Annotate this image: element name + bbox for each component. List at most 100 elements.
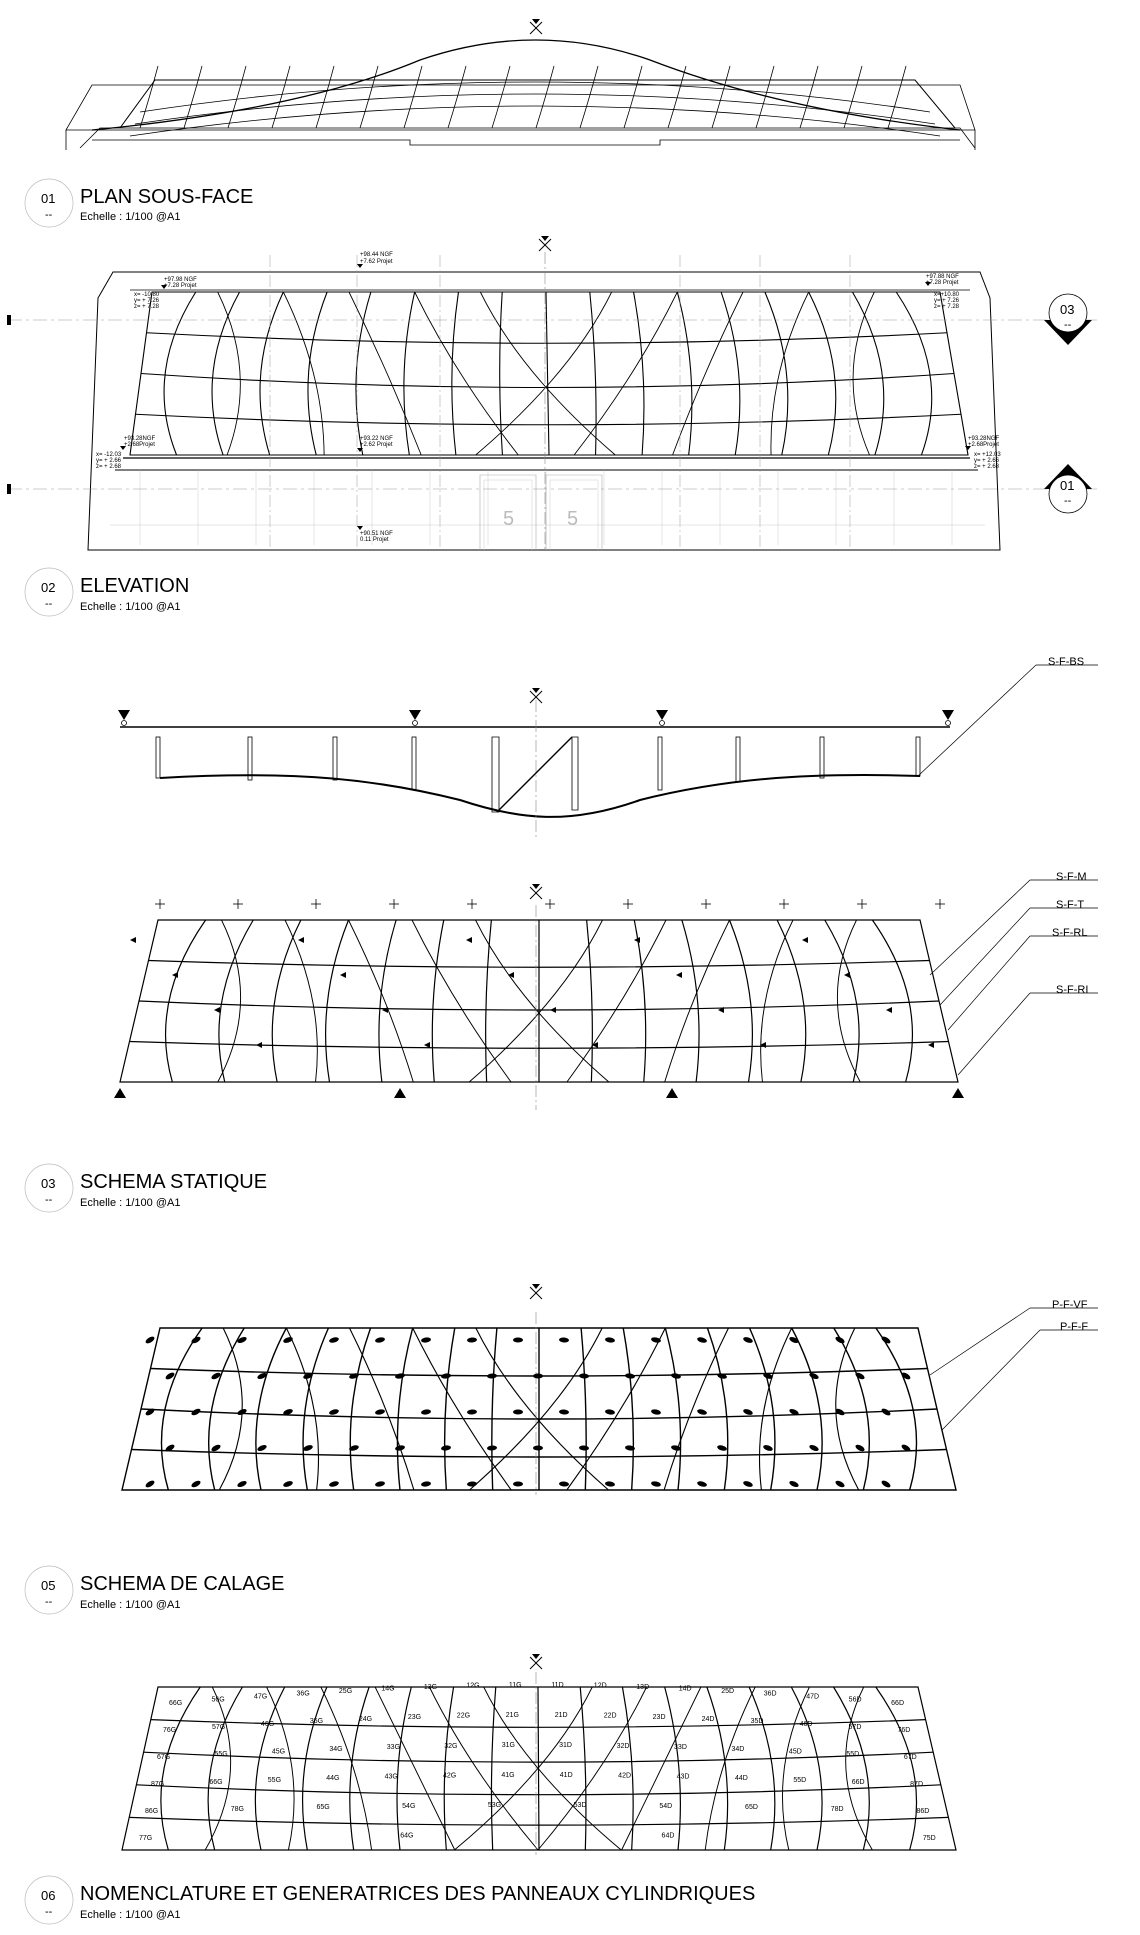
grid-diag-right	[782, 1686, 810, 1851]
shim-marker	[191, 1336, 201, 1344]
callout-s-f-bs: S-F-BS	[1048, 656, 1084, 668]
shim-marker	[743, 1409, 753, 1415]
plan-rib	[227, 65, 247, 129]
panel-label: 78G	[231, 1806, 244, 1813]
north-arrow-head	[532, 19, 540, 24]
node-marker	[592, 1042, 598, 1048]
panel-label: 41G	[501, 1772, 514, 1779]
grid-rib	[160, 1327, 203, 1491]
title-block-03: 03 -- SCHEMA STATIQUE Echelle : 1/100 @A…	[24, 1163, 267, 1213]
level-top-left-ngf: +97.98 NGF	[164, 277, 197, 283]
panel-label: 14D	[679, 1686, 692, 1693]
panel-label: 31G	[502, 1742, 515, 1749]
section-marker-01[interactable]: 01 --	[7, 464, 1100, 514]
section-number: 06	[41, 1888, 55, 1903]
shim-marker	[329, 1409, 339, 1415]
panel-label: 47G	[254, 1693, 267, 1700]
level-top-mid-projet: +7.62 Projet	[360, 259, 393, 265]
callout-leader	[929, 1307, 1098, 1376]
north-arrow-stroke	[538, 238, 552, 252]
shim-marker	[835, 1408, 845, 1416]
shim-marker	[651, 1337, 661, 1343]
panel-label: 56G	[211, 1697, 224, 1704]
plan-rib	[623, 65, 643, 129]
strut	[247, 736, 253, 781]
callout-leader	[939, 907, 1098, 1006]
panel-label: 64D	[662, 1832, 675, 1839]
support-pin	[121, 720, 127, 726]
node-marker	[886, 1007, 892, 1013]
shim-marker	[605, 1337, 615, 1343]
shim-marker	[211, 1372, 221, 1380]
plan-arc	[129, 105, 941, 137]
north-arrow-stroke	[529, 1286, 543, 1300]
strut	[155, 736, 161, 779]
section-marker-03[interactable]: 03 --	[7, 293, 1100, 345]
grid-arc	[143, 1751, 934, 1763]
grid-rib	[545, 291, 550, 456]
grid-diag-left	[374, 1686, 456, 1851]
coord-top-left-x: x= -10.80	[134, 292, 160, 298]
grid-diag-left	[348, 919, 414, 1083]
shim-marker	[763, 1445, 773, 1451]
plan-rib	[271, 65, 291, 129]
panel-label: 66D	[891, 1700, 904, 1707]
grid-diag-left	[414, 291, 519, 456]
grid-diag-right	[835, 1327, 860, 1491]
grid-rib	[451, 291, 459, 456]
schema-calage-view	[121, 1284, 1098, 1495]
section-sub: --	[45, 1194, 53, 1206]
panel-label: 53D	[574, 1802, 587, 1809]
shim-marker	[467, 1409, 477, 1415]
shim-marker	[421, 1337, 431, 1343]
node-marker	[676, 972, 682, 978]
north-arrow-head	[532, 1654, 540, 1659]
grid-diag-left	[479, 291, 616, 456]
shim-marker	[559, 1481, 569, 1487]
section-number: 05	[41, 1578, 55, 1593]
callout-s-f-m: S-F-M	[1056, 871, 1087, 883]
door-leaf	[483, 479, 533, 550]
door-label-left: 5	[503, 508, 514, 530]
grid-arc	[129, 1816, 949, 1826]
strut-center-left	[491, 736, 500, 813]
grid-rib	[443, 1686, 455, 1851]
panel-label: 55G	[214, 1751, 227, 1758]
strut	[657, 736, 663, 791]
level-mid-center-ngf: +93.22 NGF	[360, 436, 393, 442]
grid-rib	[622, 1327, 635, 1491]
shim-marker	[559, 1409, 569, 1415]
shim-marker	[375, 1337, 385, 1343]
plan-roof-outline	[119, 79, 956, 129]
panel-label: 45G	[272, 1748, 285, 1755]
grid-rib	[871, 919, 914, 1083]
marker-sub: --	[1064, 319, 1072, 331]
node-marker	[928, 1042, 934, 1048]
panel-label: 21D	[555, 1712, 568, 1719]
shim-marker	[513, 1337, 523, 1343]
grid-rib	[776, 919, 807, 1083]
level-mid-right-ngf: +93.28NGF	[968, 436, 1000, 442]
grid-diag-right	[537, 1686, 648, 1851]
panel-label: 35D	[751, 1718, 764, 1725]
grid-diag-right	[760, 919, 794, 1083]
shim-marker	[165, 1372, 175, 1380]
panel-label: 35G	[310, 1718, 323, 1725]
shim-marker	[697, 1481, 707, 1487]
grid-rib	[764, 291, 789, 456]
shim-marker	[375, 1481, 385, 1487]
panel-label: 33D	[674, 1744, 687, 1751]
plan-base-edge	[79, 127, 976, 149]
plan-base-step	[92, 139, 960, 146]
grid-arc	[140, 1408, 938, 1420]
panel-label: 45D	[789, 1748, 802, 1755]
support-pin	[945, 720, 951, 726]
grid-rib	[255, 1327, 287, 1491]
shim-marker	[743, 1337, 753, 1343]
plan-rib	[579, 65, 599, 129]
coord-mid-left-y: y= + 2.66	[96, 458, 122, 464]
panel-label: 43G	[385, 1774, 398, 1781]
grid-diag-right	[469, 1327, 603, 1491]
plan-crown-arc	[91, 39, 961, 131]
grid-arc	[146, 332, 948, 344]
